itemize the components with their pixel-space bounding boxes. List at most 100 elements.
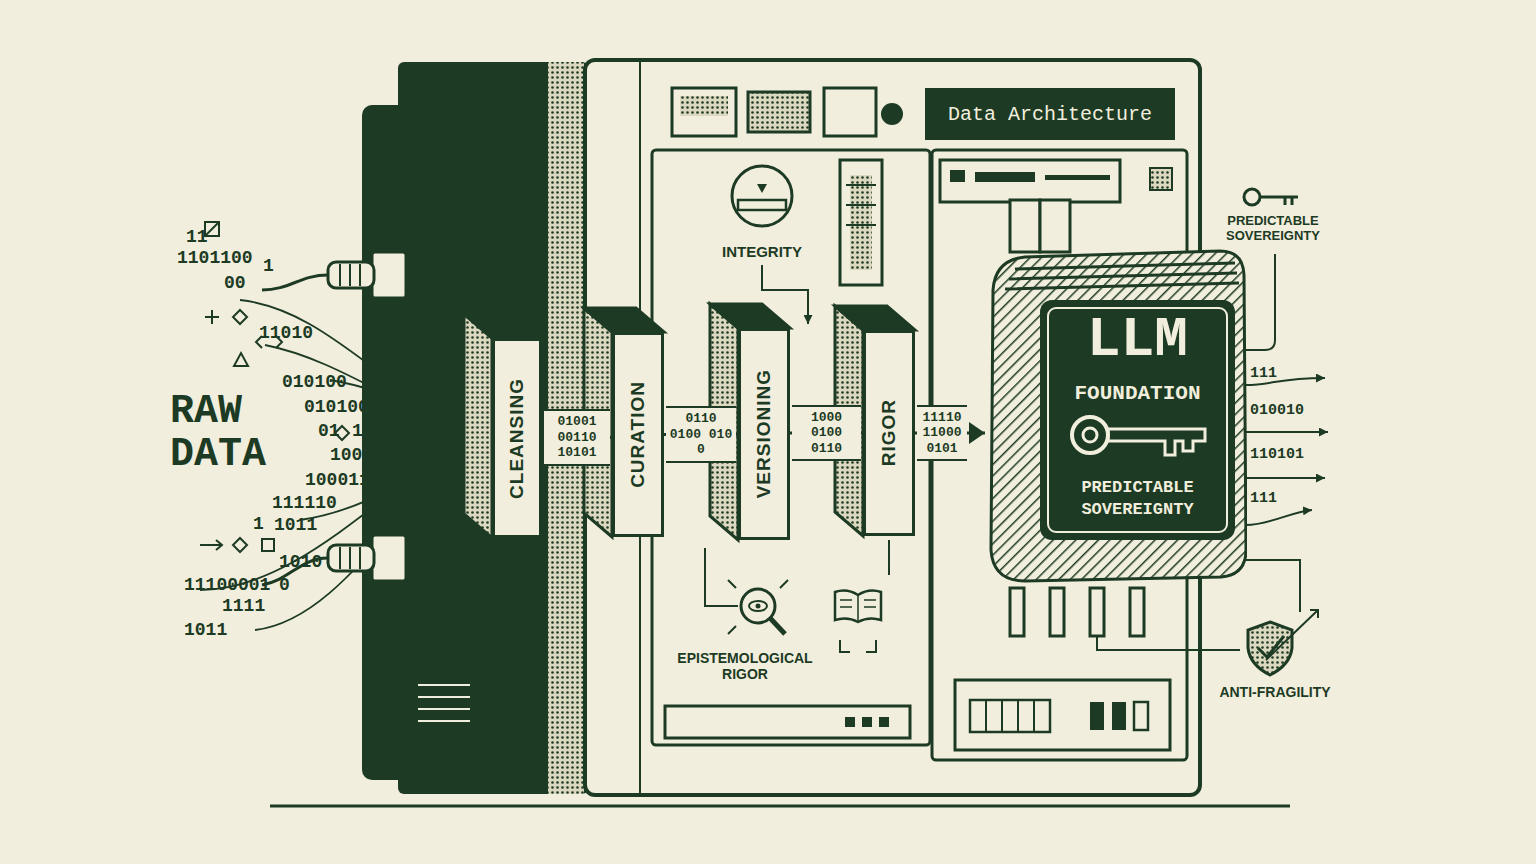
slab-top (835, 306, 915, 330)
binary-digits: 1010 (279, 552, 322, 573)
gauge (840, 160, 882, 285)
led (862, 717, 872, 727)
display-bar (1045, 175, 1110, 180)
block-outline (985, 245, 1247, 590)
level-mark (757, 184, 767, 193)
switch (1090, 702, 1104, 730)
stage-box: RIGOR (863, 330, 915, 536)
title-plate (925, 88, 1175, 140)
binary-digits: 110101 (1250, 446, 1304, 463)
binary-digits: 111110 (272, 493, 337, 514)
stage-box: VERSIONING (738, 328, 790, 540)
data-strip: 11110 11000 0101 (917, 405, 967, 462)
pin (1130, 588, 1144, 636)
plug (328, 545, 374, 571)
binary-digits: 010010 (1250, 402, 1304, 419)
magnifier-handle (770, 618, 785, 634)
plug-grip (340, 264, 360, 286)
key-symbol (1072, 417, 1108, 453)
plug (328, 262, 374, 288)
output-arrow (1246, 510, 1312, 525)
key-symbol (1260, 197, 1298, 205)
inner-frame (652, 150, 930, 745)
binary-digits: 1111 (222, 596, 265, 617)
stage-label: RIGOR (878, 399, 900, 466)
model-caption: PREDICTABLE SOVEREIGNTY (1047, 477, 1228, 521)
panel-screen (680, 96, 728, 116)
binary-digits: 111 (1250, 490, 1277, 507)
bottom-bar (665, 706, 910, 738)
binary-digits: 1011 (274, 515, 317, 536)
data-strip: 01001 00110 10101 (544, 409, 610, 466)
stage-box: CURATION (612, 332, 664, 537)
callout-text: EPISTEMOLOGICAL RIGOR (660, 650, 830, 682)
stage-label: VERSIONING (753, 369, 775, 498)
ground-line (270, 805, 1290, 808)
gauge-fill (850, 175, 872, 270)
vent (970, 700, 1050, 732)
key-symbol (1244, 189, 1260, 205)
vent-box (955, 680, 1170, 750)
indicator (1150, 168, 1172, 190)
slab-top (584, 308, 664, 332)
slab-top (464, 314, 542, 338)
output-arrow (1246, 431, 1328, 433)
model-caption: FOUNDATION (1047, 381, 1228, 406)
callout-text: ANTI-FRAGILITY (1205, 684, 1345, 700)
binary-digits: 0 (279, 575, 290, 596)
socket (372, 252, 406, 298)
pin (1050, 588, 1064, 636)
binary-digits: 11 (186, 227, 208, 248)
vent-slat (986, 700, 1034, 732)
display-bar (950, 170, 965, 182)
cabinet-vent (418, 685, 470, 721)
plug-grip (340, 547, 360, 569)
growth-arrow (1266, 610, 1318, 660)
binary-digits: 1101100 (177, 248, 253, 269)
bracket (840, 640, 876, 652)
led (879, 717, 889, 727)
binary-digits: 111 (1250, 365, 1277, 382)
magnifier-symbol (741, 589, 775, 623)
slab-side (464, 314, 492, 538)
binary-digits: 0101000100011 (304, 397, 444, 418)
binary-digits: 1011 (184, 620, 227, 641)
binary-digits: 01 (318, 421, 340, 442)
heading-text: RAW DATA (170, 390, 320, 476)
binary-digits: 11100001 (184, 575, 270, 596)
wire (888, 540, 890, 575)
leader-line (705, 548, 738, 606)
callout-text: PREDICTABLE SOVEREIGNTY (1203, 214, 1343, 244)
binary-digits: 010100 (282, 372, 347, 393)
cable (262, 275, 328, 290)
binary-digits: 1 (263, 256, 274, 277)
gauge-tick (846, 185, 876, 225)
pin (1090, 588, 1104, 636)
plus-glyph (205, 310, 219, 324)
binary-digits: 11010 (259, 323, 313, 344)
binary-digits: 100010101011 (330, 445, 460, 466)
slab-top (710, 304, 790, 328)
stage-label: CLEANSING (506, 378, 528, 499)
led (845, 717, 855, 727)
callout-text: INTEGRITY (702, 243, 822, 260)
integrity-icon (732, 166, 792, 226)
binary-digits: 00 (224, 273, 246, 294)
diamond-glyph (233, 538, 247, 552)
stage-box: CLEANSING (492, 338, 542, 538)
diamond-glyph (233, 310, 247, 324)
panel-knob (881, 103, 903, 125)
display-bar (975, 172, 1035, 182)
book-lines (840, 595, 876, 622)
binary-digits: 10100100 (352, 421, 438, 442)
arrow-glyph (200, 540, 222, 550)
triangle-glyph (234, 353, 248, 366)
data-strip: 1000 0100 0110 (792, 405, 861, 462)
eye-pupil (756, 604, 761, 609)
output-arrow (1246, 477, 1325, 479)
leader-line (1246, 254, 1275, 350)
panel-box (672, 88, 736, 136)
square-glyph (262, 539, 274, 551)
